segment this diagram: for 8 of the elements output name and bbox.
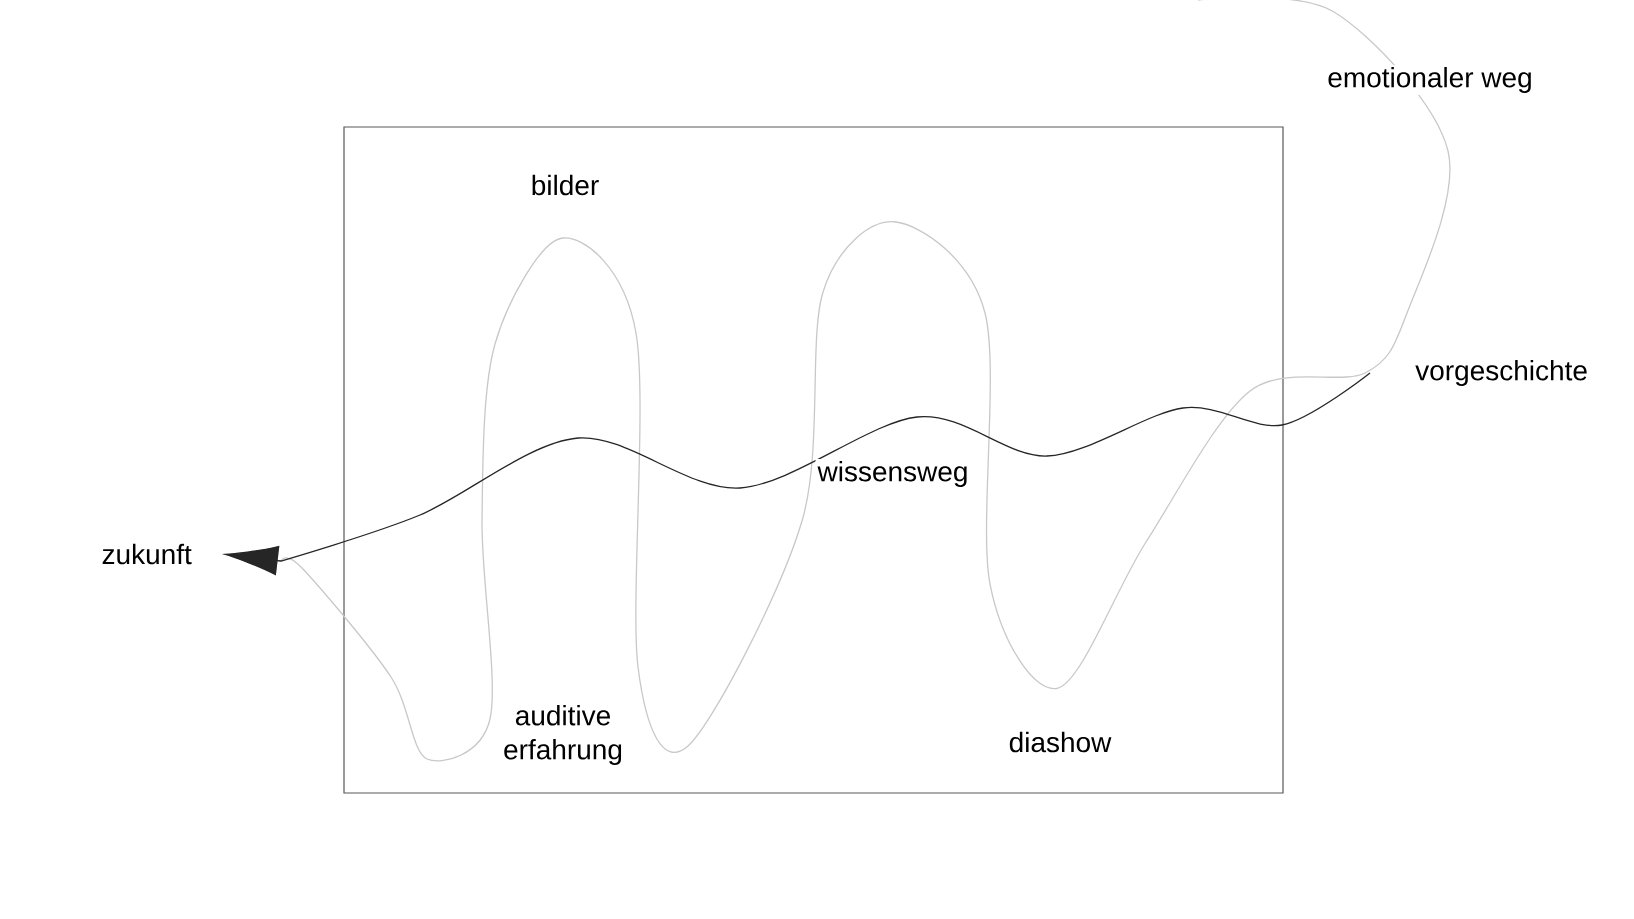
text-label: diashow xyxy=(1009,731,1112,753)
text-label: vorgeschichte xyxy=(1415,359,1587,387)
text-label: zukunft xyxy=(102,543,192,565)
text-label: bilder xyxy=(532,174,599,196)
arrow xyxy=(225,372,1371,576)
text-label: auditive erfahrung xyxy=(504,704,622,766)
edge-label: wissensweg xyxy=(815,458,971,490)
edge-label: emotionaler weg xyxy=(1325,64,1535,96)
